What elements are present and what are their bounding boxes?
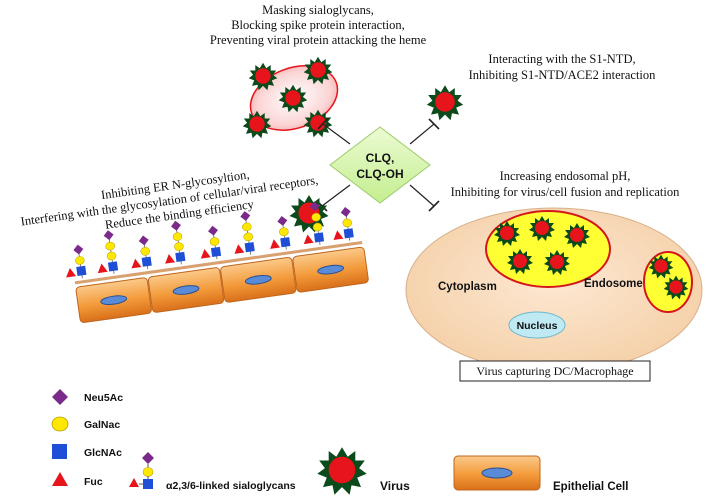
- sialoglycan-chain: [333, 207, 354, 241]
- nucleus-label: Nucleus: [517, 320, 558, 332]
- inhibition-line-bottom-right: [409, 184, 435, 207]
- sialoglycan-chain: [234, 211, 255, 255]
- endosome-small: [643, 251, 693, 313]
- cytoplasm-label: Cytoplasm: [438, 281, 497, 293]
- inhibition-line-left: [321, 184, 351, 207]
- annotation-endosomal-line2: Inhibiting for virus/cell fusion and rep…: [451, 185, 681, 199]
- sialoglycan-chain: [303, 201, 325, 245]
- glcnac-icon: [52, 444, 67, 459]
- inhibition-bar-top: [317, 117, 329, 130]
- epithelial-nucleus: [317, 264, 344, 275]
- sialoglycan-chain-icon: [129, 452, 154, 489]
- inhibition-line-top: [322, 123, 351, 145]
- sialoglycan-chain: [270, 215, 291, 250]
- virus-particle: [289, 195, 329, 233]
- epithelial-layer: [66, 201, 369, 323]
- legend-sialoglycans-label: α2,3/6-linked sialoglycans: [166, 480, 296, 492]
- galnac-icon: [51, 416, 69, 432]
- caption-box: [459, 360, 651, 382]
- legend-galnac-label: GalNac: [84, 419, 120, 431]
- annotation-right-line1: Interacting with the S1-NTD,: [488, 52, 635, 66]
- virus-icon: [317, 447, 367, 495]
- inhibition-line-right: [409, 123, 435, 145]
- drug-label-line1: CLQ,: [366, 151, 395, 165]
- epithelial-nucleus: [244, 274, 272, 285]
- caption-text: Virus capturing DC/Macrophage: [476, 364, 633, 378]
- drug-label-line2: CLQ-OH: [356, 167, 403, 181]
- annotation-endosomal-line1: Increasing endosomal pH,: [500, 169, 631, 183]
- annotation-top-line3: Preventing viral protein attacking the h…: [210, 33, 427, 47]
- epithelial-nucleus: [172, 285, 200, 295]
- fuc-icon: [52, 472, 68, 486]
- sialoglycan-chain: [97, 230, 119, 274]
- inhibition-bar-right: [428, 118, 440, 130]
- sialoglycan-chain: [200, 225, 222, 260]
- sialoglycan-chain: [131, 235, 152, 270]
- annotation-top-line1: Masking sialoglycans,: [262, 3, 374, 17]
- annotation-top-line2: Blocking spike protein interaction,: [231, 18, 405, 32]
- legend-neu5ac-label: Neu5Ac: [84, 392, 123, 404]
- sialoglycan-chain: [66, 244, 87, 279]
- nucleus: [508, 311, 566, 339]
- legend-glcnac-label: GlcNAc: [84, 447, 122, 459]
- epithelial-nucleus-icon: [481, 467, 513, 479]
- inhibition-bar-bottom-right: [428, 200, 440, 212]
- legend-virus-label: Virus: [380, 479, 410, 493]
- legend-fuc-label: Fuc: [84, 476, 103, 488]
- epithelial-nucleus: [100, 295, 128, 305]
- epithelial-baseline: [74, 241, 363, 285]
- legend: Neu5Ac GalNac GlcNAc Fuc α2,3/6-linked s…: [51, 389, 628, 495]
- endosome-label: Endosome: [584, 278, 643, 290]
- drug-diamond: [329, 126, 431, 204]
- annotation-right-line2: Inhibiting S1-NTD/ACE2 interaction: [469, 68, 657, 82]
- virus-particle: [426, 85, 464, 121]
- neu5ac-icon: [52, 389, 68, 405]
- legend-epithelial-label: Epithelial Cell: [553, 481, 628, 493]
- sialoglycan-chain: [165, 220, 186, 265]
